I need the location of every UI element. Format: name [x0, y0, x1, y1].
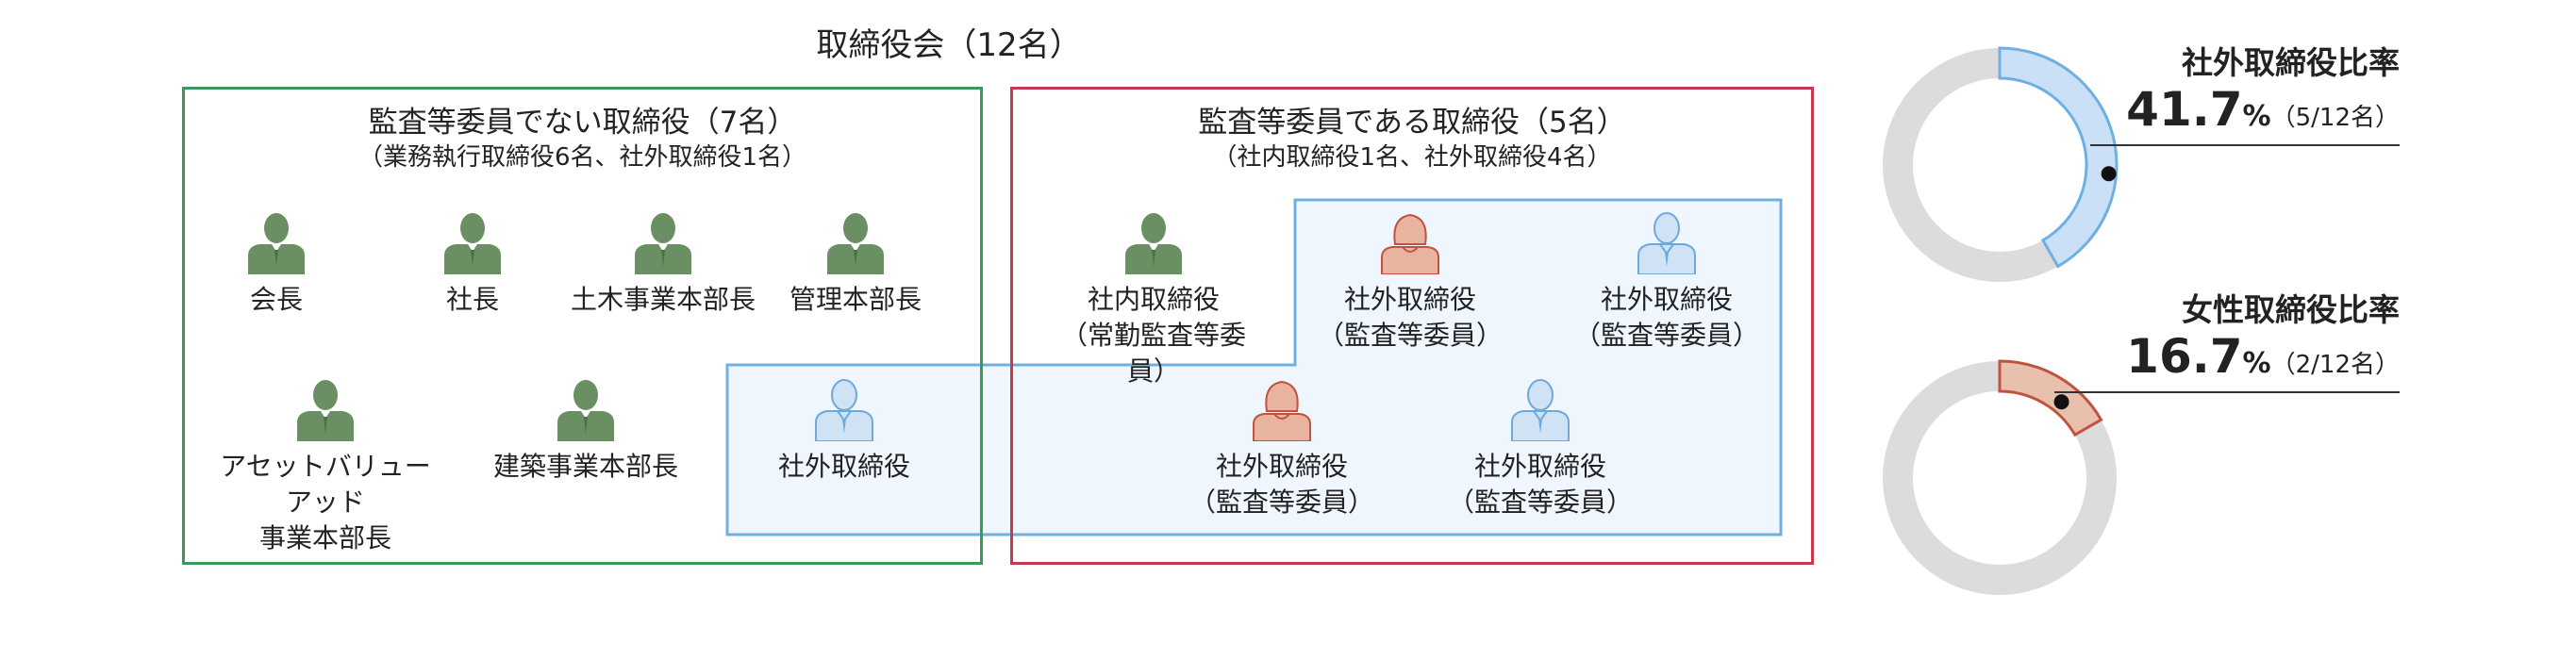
- director-label: 社外取締役 （監査等委員）: [1447, 451, 1633, 518]
- director-label: 建築事業本部長: [492, 451, 678, 482]
- director-label: 社外取締役 （監査等委員）: [1188, 451, 1374, 518]
- director-6: 建築事業本部長: [477, 379, 694, 485]
- donut-marker: [2053, 394, 2069, 410]
- donut-segment: [1998, 46, 2119, 269]
- director-9: 社外取締役 （監査等委員）: [1302, 212, 1519, 354]
- female-ratio-label: 女性取締役比率: [2182, 291, 2400, 328]
- director-11: 社外取締役 （監査等委員）: [1173, 379, 1390, 520]
- outside-ratio-label: 社外取締役比率: [2182, 44, 2400, 81]
- male-blue-icon: [1637, 212, 1697, 274]
- female-ratio-value: 16.7%（2/12名）: [2126, 329, 2400, 384]
- director-1: 会長: [168, 212, 385, 318]
- director-label: 会長: [249, 284, 303, 315]
- female-ratio-leader-line: [2054, 391, 2400, 393]
- director-10: 社外取締役 （監査等委員）: [1558, 212, 1775, 354]
- male-green-icon: [825, 212, 886, 274]
- female-orange-icon: [1380, 212, 1440, 274]
- director-8: 社内取締役 （常勤監査等委員）: [1045, 212, 1262, 389]
- donut-segment: [1998, 359, 2103, 437]
- donut-marker: [2101, 166, 2117, 182]
- director-7: 社外取締役: [736, 379, 953, 485]
- director-label: 管理本部長: [789, 284, 922, 315]
- male-green-icon: [246, 212, 307, 274]
- director-label: 社長: [445, 284, 499, 315]
- director-5: アセットバリューアッド 事業本部長: [217, 379, 434, 556]
- director-label: 社外取締役 （監査等委員）: [1317, 284, 1503, 351]
- outside-ratio-donut: [1883, 46, 2119, 282]
- director-4: 管理本部長: [747, 212, 964, 318]
- non-audit-group-title: 監査等委員でない取締役（7名）: [368, 106, 797, 140]
- outside-ratio-value: 41.7%（5/12名）: [2126, 82, 2400, 137]
- female-ratio-donut: [1883, 359, 2117, 595]
- male-green-icon: [295, 379, 356, 441]
- director-label: 社内取締役 （常勤監査等委員）: [1060, 284, 1246, 387]
- director-label: 社外取締役 （監査等委員）: [1573, 284, 1759, 351]
- male-blue-icon: [1510, 379, 1571, 441]
- outside-ratio-leader-line: [2090, 144, 2400, 146]
- director-label: アセットバリューアッド 事業本部長: [220, 451, 431, 553]
- director-label: 土木事業本部長: [570, 284, 756, 315]
- audit-group-title: 監査等委員である取締役（5名）: [1198, 106, 1626, 140]
- non-audit-group-subtitle: （業務執行取締役6名、社外取締役1名）: [357, 143, 807, 172]
- male-green-icon: [1123, 212, 1184, 274]
- female-orange-icon: [1252, 379, 1312, 441]
- male-green-icon: [556, 379, 616, 441]
- director-label: 社外取締役: [777, 451, 910, 482]
- audit-group-box: [1010, 87, 1814, 565]
- male-blue-icon: [814, 379, 874, 441]
- audit-group-subtitle: （社内取締役1名、社外取締役4名）: [1212, 143, 1612, 172]
- director-3: 土木事業本部長: [555, 212, 772, 318]
- male-green-icon: [442, 212, 503, 274]
- director-2: 社長: [364, 212, 581, 318]
- non-audit-group-box: [182, 87, 983, 565]
- board-title: 取締役会（12名）: [816, 26, 1082, 64]
- director-12: 社外取締役 （監査等委員）: [1432, 379, 1649, 520]
- male-green-icon: [633, 212, 693, 274]
